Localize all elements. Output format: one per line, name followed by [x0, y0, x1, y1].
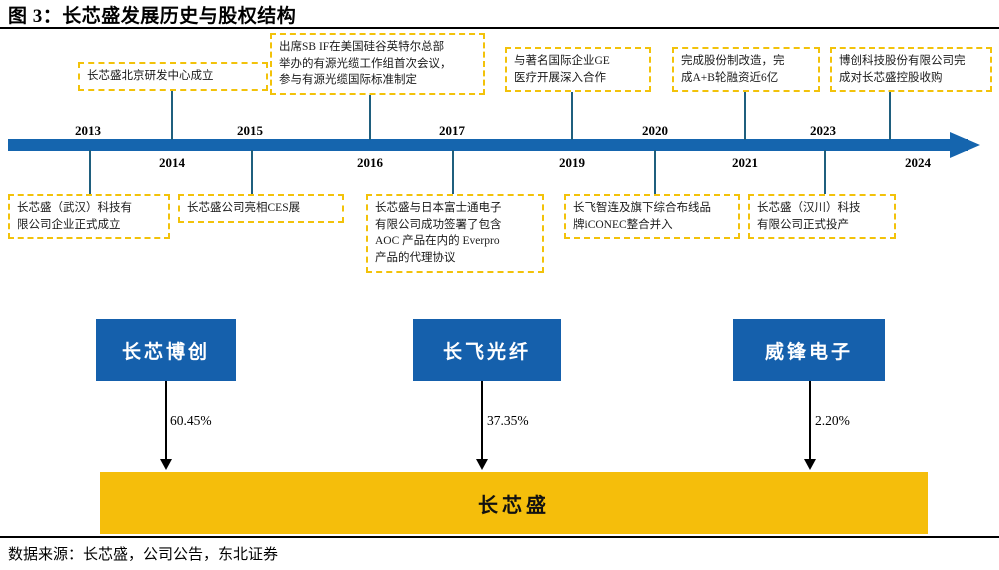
target-company-box[interactable]: 长芯盛 — [100, 472, 928, 534]
tick-up-2016 — [369, 91, 371, 140]
event-callout-2019[interactable]: 与著名国际企业GE 医疗开展深入合作 — [505, 47, 651, 93]
tick-down-2023 — [824, 150, 826, 194]
event-callout-2020[interactable]: 长飞智连及旗下综合布线品 牌iCONEC整合并入 — [564, 194, 740, 240]
event-callout-2024[interactable]: 博创科技股份有限公司完 成对长芯盛控股收购 — [830, 47, 992, 93]
timeline-section: 2013 2015 2017 2020 2023 2014 2016 2019 … — [0, 28, 999, 283]
tick-up-2024 — [889, 91, 891, 140]
ownership-arrow-line-3 — [809, 381, 811, 459]
year-label-2014: 2014 — [159, 155, 185, 170]
title-divider — [0, 27, 999, 29]
year-label-2021: 2021 — [732, 155, 758, 170]
shareholder-name-3: 威锋电子 — [764, 341, 853, 363]
tick-up-2014 — [171, 91, 173, 140]
event-callout-2016[interactable]: 出席SB IF在美国硅谷英特尔总部 举办的有源光缆工作组首次会议， 参与有源光缆… — [270, 33, 485, 96]
ownership-arrow-line-1 — [165, 381, 167, 459]
target-company-name: 长芯盛 — [478, 494, 550, 517]
shareholder-name-2: 长飞光纤 — [442, 341, 531, 363]
shareholder-box-3[interactable]: 威锋电子 — [733, 319, 885, 381]
event-callout-2013[interactable]: 长芯盛（武汉）科技有 限公司企业正式成立 — [8, 194, 170, 240]
event-callout-2021[interactable]: 完成股份制改造，完 成A+B轮融资近6亿 — [672, 47, 820, 93]
year-label-2017: 2017 — [439, 123, 465, 138]
event-callout-2017[interactable]: 长芯盛与日本富士通电子 有限公司成功签署了包含 AOC 产品在内的 Everpr… — [366, 194, 544, 273]
source-note: 数据来源：长芯盛，公司公告，东北证券 — [8, 547, 279, 563]
shareholder-name-1: 长芯博创 — [121, 341, 210, 363]
shareholder-box-2[interactable]: 长飞光纤 — [413, 319, 561, 381]
ownership-arrow-head-1 — [160, 459, 172, 470]
tick-down-2020 — [654, 150, 656, 194]
year-label-2016: 2016 — [357, 155, 383, 170]
shareholder-box-1[interactable]: 长芯博创 — [96, 319, 236, 381]
ownership-pct-3: 2.20% — [815, 413, 850, 428]
tick-up-2021 — [744, 91, 746, 140]
ownership-arrow-head-2 — [476, 459, 488, 470]
year-label-2015: 2015 — [237, 123, 263, 138]
year-label-2020: 2020 — [642, 123, 668, 138]
footer-divider — [0, 536, 999, 538]
tick-down-2013 — [89, 150, 91, 194]
ownership-pct-2: 37.35% — [487, 413, 529, 428]
year-label-2024: 2024 — [905, 155, 931, 170]
ownership-pct-1: 60.45% — [170, 413, 212, 428]
tick-up-2019 — [571, 91, 573, 140]
ownership-structure-section: 长芯博创 60.45% 长飞光纤 37.35% 威锋电子 2.20% 长芯盛 — [0, 283, 999, 535]
ownership-arrow-head-3 — [804, 459, 816, 470]
event-callout-2014[interactable]: 长芯盛北京研发中心成立 — [78, 62, 268, 91]
year-label-2019: 2019 — [559, 155, 585, 170]
timeline-arrow-head — [950, 132, 980, 158]
page-title: 图 3：长芯盛发展历史与股权结构 — [8, 6, 297, 27]
timeline-axis-bar — [8, 139, 968, 151]
ownership-arrow-line-2 — [481, 381, 483, 459]
event-callout-2023[interactable]: 长芯盛（汉川）科技 有限公司正式投产 — [748, 194, 896, 240]
event-callout-2015[interactable]: 长芯盛公司亮相CES展 — [178, 194, 344, 223]
year-label-2013: 2013 — [75, 123, 101, 138]
year-label-2023: 2023 — [810, 123, 836, 138]
tick-down-2017 — [452, 150, 454, 194]
tick-down-2015 — [251, 150, 253, 194]
